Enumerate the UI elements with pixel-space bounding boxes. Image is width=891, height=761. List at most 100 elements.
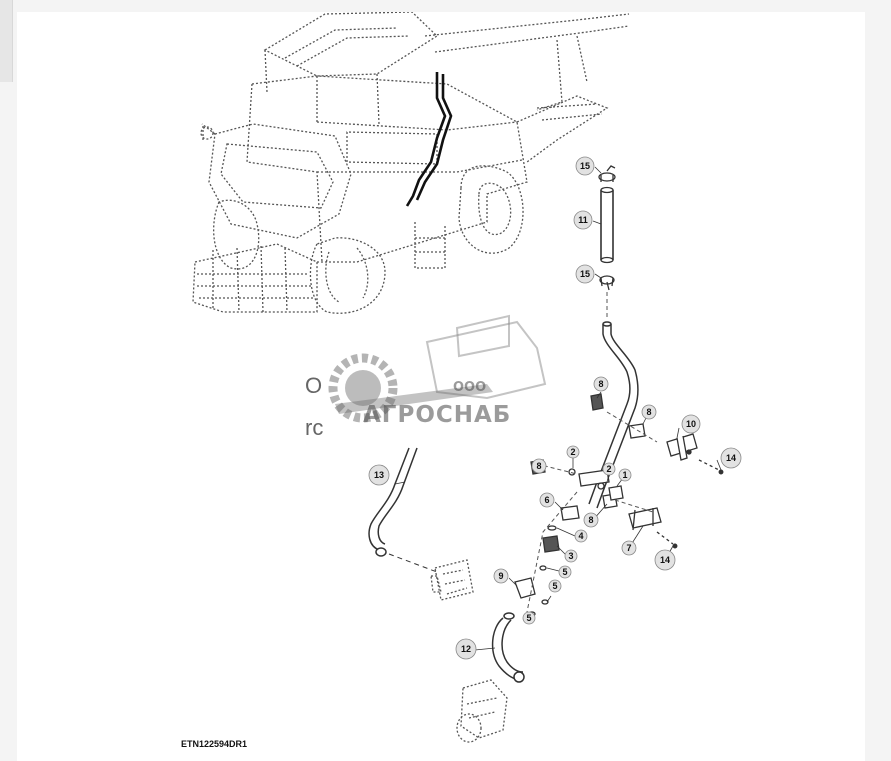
callout-circle bbox=[574, 529, 588, 543]
elbow-9 bbox=[514, 577, 536, 599]
callout-c8a: 8 bbox=[593, 376, 609, 392]
hose-clamp-15-bottom bbox=[599, 275, 615, 291]
callout-label: 5 bbox=[526, 613, 531, 623]
callout-label: 8 bbox=[646, 407, 651, 417]
callout-circle bbox=[455, 638, 477, 660]
callout-label: 2 bbox=[570, 447, 575, 457]
callout-label: 14 bbox=[660, 555, 670, 565]
callout-c9: 9 bbox=[493, 568, 509, 584]
callout-c15b: 15 bbox=[575, 264, 595, 284]
washer-5-b bbox=[541, 599, 549, 605]
callout-circle bbox=[539, 492, 555, 508]
callout-circle bbox=[575, 156, 595, 176]
callout-c5c: 5 bbox=[522, 611, 536, 625]
callout-c10: 10 bbox=[681, 414, 701, 434]
callout-label: 6 bbox=[544, 495, 549, 505]
hose-13 bbox=[368, 447, 438, 573]
callout-label: 5 bbox=[562, 567, 567, 577]
callout-circle bbox=[493, 568, 509, 584]
callout-label: 15 bbox=[580, 161, 590, 171]
leader-14b bbox=[656, 531, 674, 545]
watermark-logo: ООО АГРОСНАБ bbox=[328, 314, 547, 428]
callout-c4: 4 bbox=[574, 529, 588, 543]
callout-c5b: 5 bbox=[548, 579, 562, 593]
fitting-8-a bbox=[590, 393, 604, 411]
callout-c14b: 14 bbox=[654, 549, 676, 571]
callout-circle bbox=[522, 611, 536, 625]
callout-c2b: 2 bbox=[602, 462, 616, 476]
callout-c8c: 8 bbox=[531, 458, 547, 474]
callout-circle bbox=[368, 464, 390, 486]
callout-circle bbox=[641, 404, 657, 420]
callout-circle bbox=[573, 210, 593, 230]
callout-circle bbox=[583, 512, 599, 528]
callout-circle bbox=[618, 468, 632, 482]
callout-circle bbox=[566, 445, 580, 459]
valve-3 bbox=[542, 535, 560, 553]
callout-label: 9 bbox=[498, 571, 503, 581]
combine-harvester-illustration bbox=[192, 12, 630, 314]
callout-c3: 3 bbox=[564, 549, 578, 563]
callout-c8b: 8 bbox=[641, 404, 657, 420]
callout-circle bbox=[564, 549, 578, 563]
nut-2-a bbox=[568, 468, 576, 476]
assembly-axes bbox=[526, 292, 658, 613]
callout-c15a: 15 bbox=[575, 156, 595, 176]
bent-pipe bbox=[588, 321, 639, 509]
callout-label: 8 bbox=[598, 379, 603, 389]
callout-circle bbox=[720, 447, 742, 469]
callout-circle bbox=[593, 376, 609, 392]
callout-circle bbox=[548, 579, 562, 593]
callout-label: 12 bbox=[461, 644, 471, 654]
callout-c1: 1 bbox=[618, 468, 632, 482]
bracket-10 bbox=[666, 433, 698, 461]
callout-label: 15 bbox=[580, 269, 590, 279]
drawing-code: ETN122594DR1 bbox=[181, 739, 247, 749]
hose-12 bbox=[491, 612, 525, 683]
callout-circle bbox=[575, 264, 595, 284]
callout-label: 13 bbox=[374, 470, 384, 480]
callout-c6: 6 bbox=[539, 492, 555, 508]
callout-label: 10 bbox=[686, 419, 696, 429]
coupler-6 bbox=[560, 505, 580, 521]
callout-circle bbox=[681, 414, 701, 434]
callout-circle bbox=[654, 549, 676, 571]
bracket-7 bbox=[628, 507, 662, 531]
callout-label: 2 bbox=[606, 464, 611, 474]
callout-c2a: 2 bbox=[566, 445, 580, 459]
bolt-14-b bbox=[672, 543, 678, 549]
callout-c8d: 8 bbox=[583, 512, 599, 528]
bolt-14-a bbox=[718, 469, 724, 475]
callout-label: 8 bbox=[588, 515, 593, 525]
callout-circle bbox=[621, 540, 637, 556]
callout-c14a: 14 bbox=[720, 447, 742, 469]
callout-label: 7 bbox=[626, 543, 631, 553]
pipe-routing-on-machine bbox=[405, 72, 453, 207]
parts-diagram: ООО АГРОСНАБ О rc bbox=[181, 12, 742, 749]
callout-circle bbox=[602, 462, 616, 476]
hose-11 bbox=[600, 186, 614, 264]
pump-housing bbox=[456, 679, 508, 743]
nut-2-b bbox=[597, 482, 605, 490]
callout-label: 1 bbox=[622, 470, 627, 480]
callout-label: 4 bbox=[578, 531, 583, 541]
callout-c12: 12 bbox=[455, 638, 477, 660]
left-panel-edge bbox=[0, 0, 13, 82]
plug-1 bbox=[608, 485, 624, 501]
washer-5-a bbox=[539, 565, 547, 571]
exploded-parts bbox=[368, 165, 724, 743]
callout-c13: 13 bbox=[368, 464, 390, 486]
callout-label: 8 bbox=[536, 461, 541, 471]
callout-c11: 11 bbox=[573, 210, 593, 230]
watermark-brand: АГРОСНАБ bbox=[363, 402, 511, 428]
hose-clamp-15-top bbox=[598, 165, 616, 182]
leader-14a bbox=[698, 459, 720, 471]
washer-4 bbox=[547, 525, 557, 531]
clipped-text-line2: rc bbox=[305, 415, 323, 440]
callout-circle bbox=[558, 565, 572, 579]
callout-label: 5 bbox=[552, 581, 557, 591]
callout-circle bbox=[531, 458, 547, 474]
callout-label: 11 bbox=[578, 215, 588, 225]
callout-c7: 7 bbox=[621, 540, 637, 556]
